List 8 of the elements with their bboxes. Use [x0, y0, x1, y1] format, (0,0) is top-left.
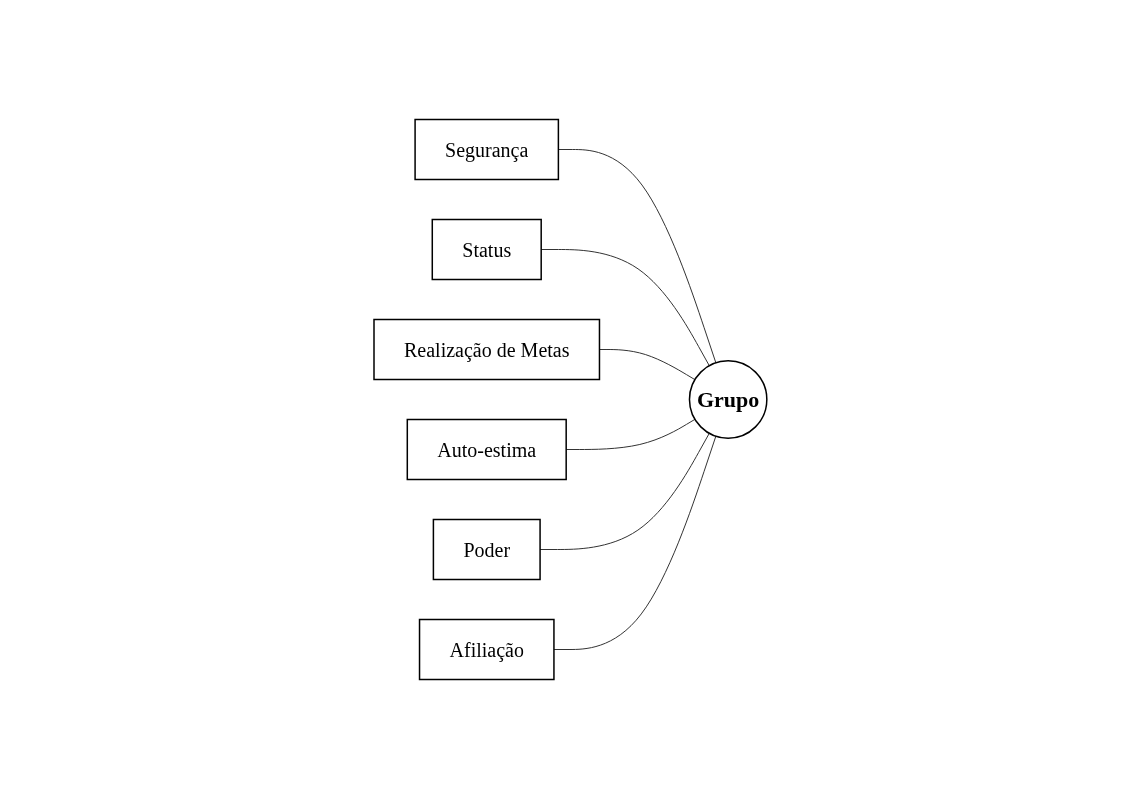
node-box	[418, 618, 555, 681]
connector	[599, 349, 696, 381]
node-box	[432, 518, 541, 581]
node-box	[373, 318, 601, 381]
node-box	[406, 418, 567, 481]
node-box	[431, 218, 542, 281]
node-box	[414, 118, 560, 181]
node-circle	[688, 360, 768, 439]
